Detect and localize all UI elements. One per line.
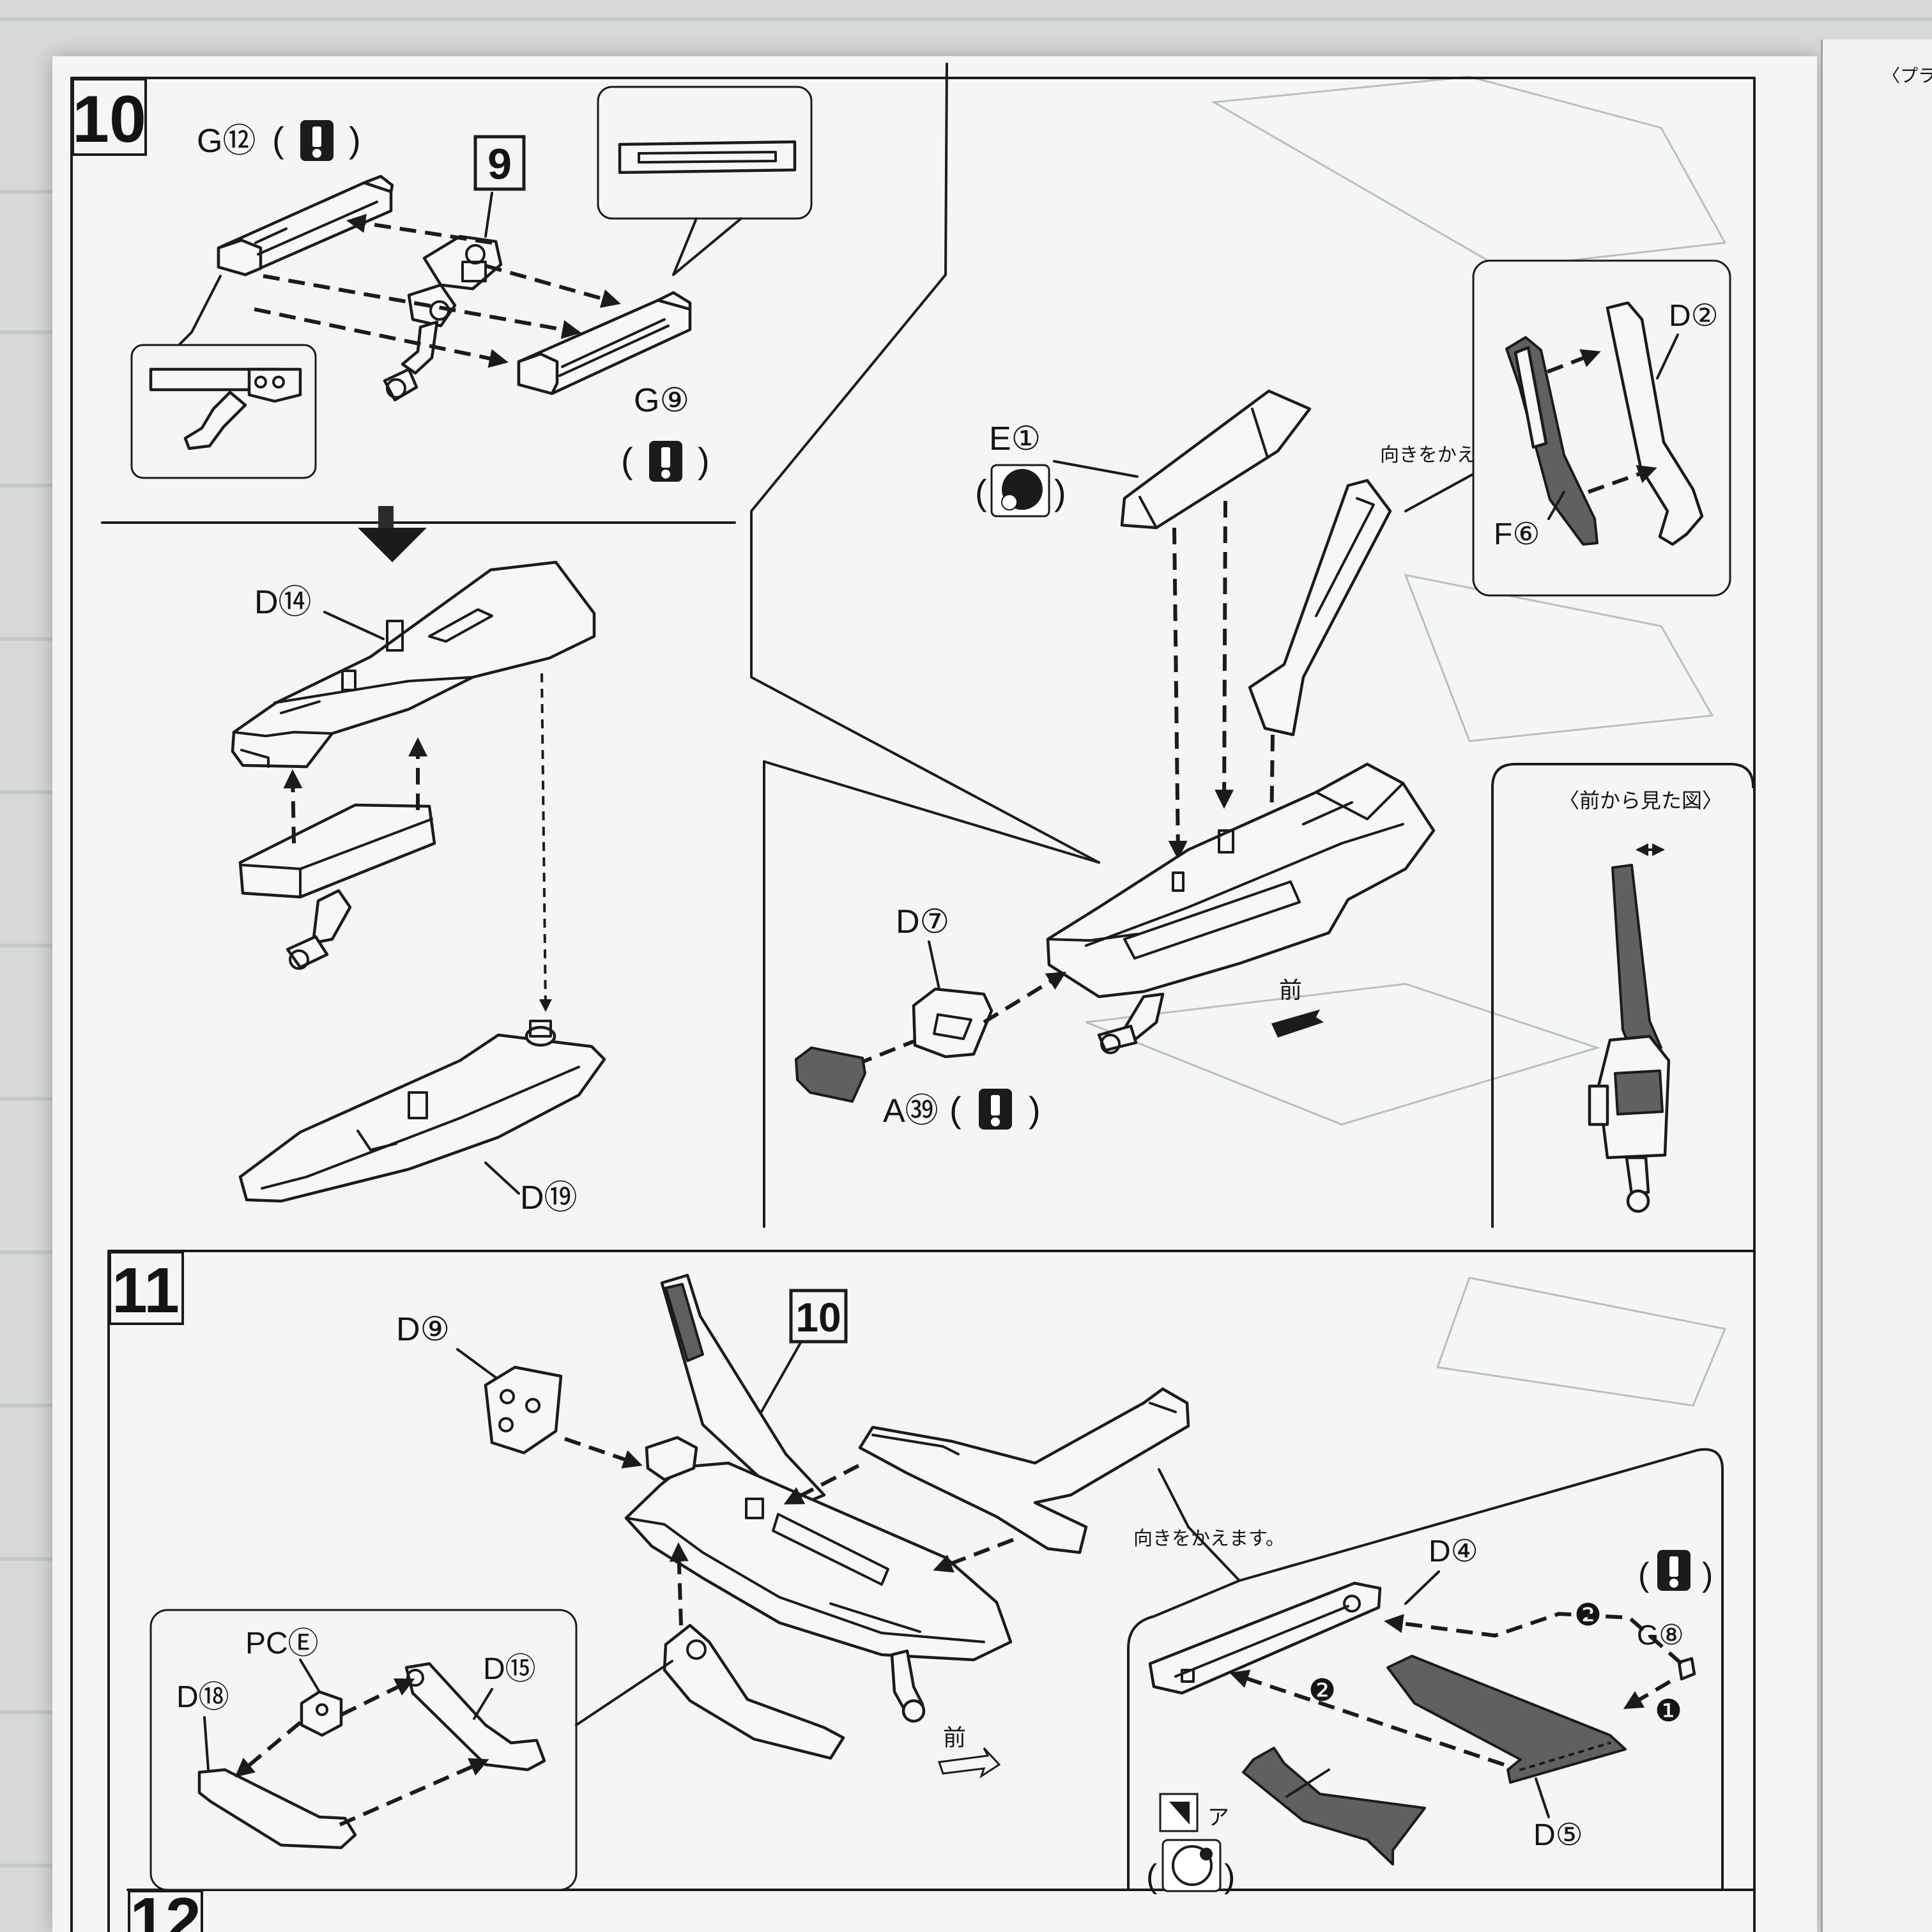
step-10-marker: 10	[72, 78, 147, 157]
part-label-d9: D⑨	[396, 1311, 450, 1348]
paren-close: )	[349, 119, 361, 160]
front-arrow-icon	[938, 1747, 1001, 1779]
part-stand-arm	[1248, 479, 1392, 737]
part-label-d19: D⑲	[520, 1179, 578, 1216]
next-page-edge	[1821, 40, 1932, 1932]
step-11-number: 11	[112, 1255, 180, 1326]
caution-icon	[979, 1089, 1012, 1130]
sticker-marker-label: ア	[1208, 1805, 1229, 1830]
inset-pc-d15-d18	[150, 1609, 673, 1891]
turn-around-note-2: 向きをかえます。	[1133, 1528, 1285, 1549]
part-label-d14: D⑭	[254, 584, 312, 621]
paren-open: (	[1146, 1858, 1158, 1895]
front-view-title: 〈前から見た図〉	[1559, 789, 1722, 812]
step-11-marker: 11	[109, 1251, 184, 1326]
subassembly-from-step-9	[383, 234, 503, 402]
front-direction-label: 前	[1279, 977, 1302, 1003]
part-d7	[912, 987, 993, 1059]
step-9-reference: 9	[473, 135, 526, 191]
caution-icon	[300, 120, 334, 161]
sequence-step-2: ❷	[1308, 1674, 1336, 1708]
front-direction-label: 前	[943, 1724, 966, 1751]
step-10-number: 10	[72, 82, 146, 157]
front-arrow-icon	[1271, 1009, 1324, 1038]
step-9-ref-number: 9	[487, 140, 512, 188]
part-label-d4: D④	[1429, 1535, 1478, 1568]
part-label-e1: E①	[989, 420, 1041, 457]
part-d9	[484, 1365, 563, 1455]
inset-front-view	[1491, 763, 1754, 1228]
part-label-d2: D②	[1669, 299, 1719, 333]
step-12-number: 12	[130, 1885, 201, 1932]
step-11-assembly	[624, 1273, 1013, 1723]
step-10-ref-number: 10	[795, 1294, 841, 1340]
part-g12-rail	[217, 174, 394, 277]
part-g9-rail	[517, 291, 692, 395]
sequence-step-1: ❶	[1655, 1694, 1682, 1728]
part-label-pc: PCⒺ	[245, 1627, 319, 1660]
part-wing	[858, 1387, 1190, 1554]
paren-open: (	[621, 440, 633, 480]
black-paint-circle-icon	[1162, 1839, 1222, 1892]
paren-open: (	[1638, 1556, 1650, 1593]
paren-close: )	[1224, 1858, 1235, 1895]
caution-icon	[649, 441, 682, 482]
part-stand-foot	[663, 1623, 845, 1760]
inset-detail-top	[597, 86, 813, 276]
caution-icon	[1657, 1550, 1690, 1591]
part-d14-housing	[231, 560, 596, 769]
part-label-f6: F⑥	[1494, 518, 1540, 551]
paren-open: (	[975, 472, 987, 512]
part-a39	[795, 1046, 866, 1103]
inset-d4-d5-g8	[1127, 1448, 1724, 1891]
part-e1	[1120, 389, 1312, 530]
paren-close: )	[1054, 472, 1066, 512]
black-paint-circle-icon	[990, 464, 1050, 518]
inset-d2-f6	[1472, 259, 1731, 597]
sequence-step-2: ❷	[1574, 1598, 1602, 1632]
part-label-d7: D⑦	[896, 903, 949, 940]
step-10-reference: 10	[789, 1289, 848, 1344]
part-label-g8: G⑧	[1637, 1620, 1684, 1651]
part-label-g12: G⑫	[197, 123, 256, 160]
inset-detail-left	[130, 344, 317, 479]
step-12-marker: 12	[128, 1885, 203, 1932]
part-label-d15: D⑮	[483, 1652, 536, 1686]
down-arrow	[358, 506, 427, 562]
paren-close: )	[1702, 1556, 1713, 1593]
sticker-icon	[1159, 1793, 1199, 1832]
next-page-header: 〈プラ	[1882, 66, 1932, 86]
part-label-g9: G⑨	[634, 382, 689, 419]
paren-close: )	[698, 440, 710, 480]
main-assembly	[1046, 762, 1436, 1054]
paren-open: (	[272, 119, 284, 160]
paren-close: )	[1029, 1089, 1041, 1130]
part-label-d5: D⑤	[1533, 1818, 1583, 1852]
part-d19-base	[238, 1020, 606, 1203]
assembled-rail-block	[238, 803, 436, 970]
bleed-through-ghost	[1085, 75, 1727, 1407]
part-label-d18: D⑱	[176, 1680, 229, 1714]
paren-open: (	[949, 1089, 962, 1130]
part-label-a39: A㊴	[883, 1092, 939, 1130]
